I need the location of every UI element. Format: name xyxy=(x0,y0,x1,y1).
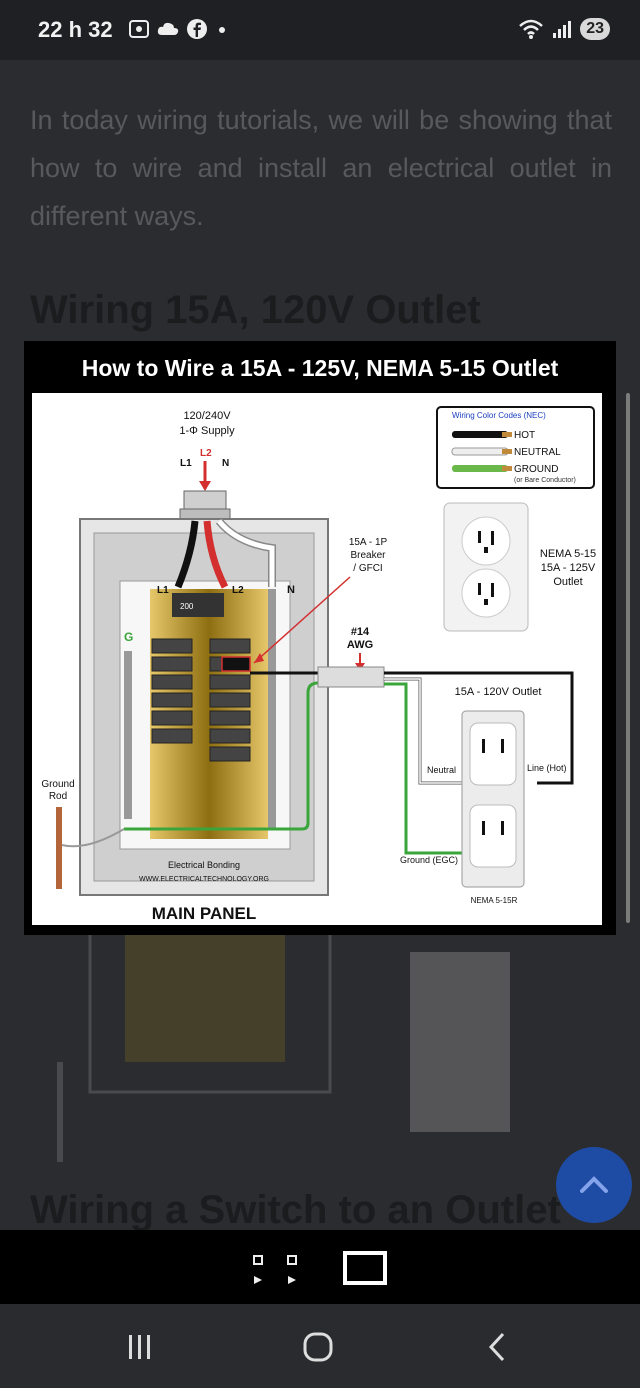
website-label: WWW.ELECTRICALTECHNOLOGY.ORG xyxy=(139,876,269,883)
back-button[interactable] xyxy=(468,1324,528,1370)
main-breaker-rating: 200 xyxy=(180,602,194,611)
home-button[interactable] xyxy=(288,1324,348,1370)
panel-n-label: N xyxy=(287,584,295,596)
supply-l1-label: L1 xyxy=(180,458,192,469)
wifi-icon xyxy=(519,19,544,39)
dots-left-icon[interactable] xyxy=(250,1252,270,1302)
breaker-label-3: / GFCI xyxy=(353,563,382,574)
breaker-label-2: Breaker xyxy=(350,550,386,561)
chevron-up-icon xyxy=(580,1176,608,1193)
legend-neutral: NEUTRAL xyxy=(514,447,561,458)
wiring-diagram: 120/240V 1-Φ Supply L1 L2 N xyxy=(32,393,602,925)
diagram-title: How to Wire a 15A - 125V, NEMA 5-15 Outl… xyxy=(81,355,559,381)
status-bar: 22 h 32 23 xyxy=(0,0,640,60)
dots-right-icon[interactable] xyxy=(284,1252,304,1302)
awg-label-1: #14 xyxy=(351,626,370,638)
cloud-icon xyxy=(157,22,179,35)
ground-rod-label-1: Ground xyxy=(41,779,74,790)
awg-label-2: AWG xyxy=(347,639,373,651)
supply-voltage-label: 120/240V xyxy=(183,410,231,422)
breaker-label-1: 15A - 1P xyxy=(349,537,388,548)
facebook-icon xyxy=(187,19,207,39)
branch-breaker xyxy=(221,656,251,672)
legend-ground: GROUND xyxy=(514,464,558,475)
supply-n-label: N xyxy=(222,458,229,469)
signal-icon xyxy=(553,21,572,38)
outlet-title: 15A - 120V Outlet xyxy=(455,686,542,698)
legend-title: Wiring Color Codes (NEC) xyxy=(452,411,546,420)
main-breaker xyxy=(172,593,224,617)
back-icon xyxy=(488,1332,505,1362)
section-heading-switch: Wiring a Switch to an Outlet xyxy=(30,1188,561,1230)
status-system-icons: 23 xyxy=(518,18,610,40)
nema-label-1: NEMA 5-15 xyxy=(540,548,596,560)
main-panel-label: MAIN PANEL xyxy=(152,904,257,923)
media-controls-bar xyxy=(0,1230,640,1304)
panel-l2-label: L2 xyxy=(232,585,244,596)
section-heading-outlet: Wiring 15A, 120V Outlet xyxy=(30,288,481,332)
intro-paragraph: In today wiring tutorials, we will be sh… xyxy=(30,105,612,231)
background-diagram xyxy=(57,932,510,1162)
ground-egc-label: Ground (EGC) xyxy=(400,855,458,865)
neutral-label: Neutral xyxy=(427,765,456,775)
nema-label-3: Outlet xyxy=(553,576,582,588)
scroll-top-button[interactable] xyxy=(556,1147,632,1223)
status-time: 22 h 32 xyxy=(38,17,113,42)
line-hot-label: Line (Hot) xyxy=(527,763,567,773)
nema-15r-label: NEMA 5-15R xyxy=(471,896,518,905)
screenshot-icon xyxy=(129,20,149,38)
recents-icon xyxy=(129,1335,150,1359)
panel-l1-label: L1 xyxy=(157,585,169,596)
supply-phase-label: 1-Φ Supply xyxy=(179,425,235,437)
legend-ground-note: (or Bare Conductor) xyxy=(514,477,576,484)
dot-icon xyxy=(219,27,225,33)
system-navigation-bar xyxy=(0,1304,640,1388)
bonding-label: Electrical Bonding xyxy=(168,860,240,870)
home-icon xyxy=(303,1332,333,1362)
ground-rod xyxy=(56,807,62,889)
status-notification-icons xyxy=(128,18,230,40)
diagram-viewer[interactable]: How to Wire a 15A - 125V, NEMA 5-15 Outl… xyxy=(24,341,630,935)
battery-badge: 23 xyxy=(580,18,610,40)
fullscreen-icon[interactable] xyxy=(342,1250,388,1286)
recents-button[interactable] xyxy=(110,1324,170,1370)
nema-label-2: 15A - 125V xyxy=(541,562,596,574)
diagram-scrollbar[interactable] xyxy=(626,393,630,923)
panel-g-label: G xyxy=(124,630,133,644)
supply-l2-label: L2 xyxy=(200,448,212,459)
ground-rod-label-2: Rod xyxy=(49,791,67,802)
legend-hot: HOT xyxy=(514,430,535,441)
